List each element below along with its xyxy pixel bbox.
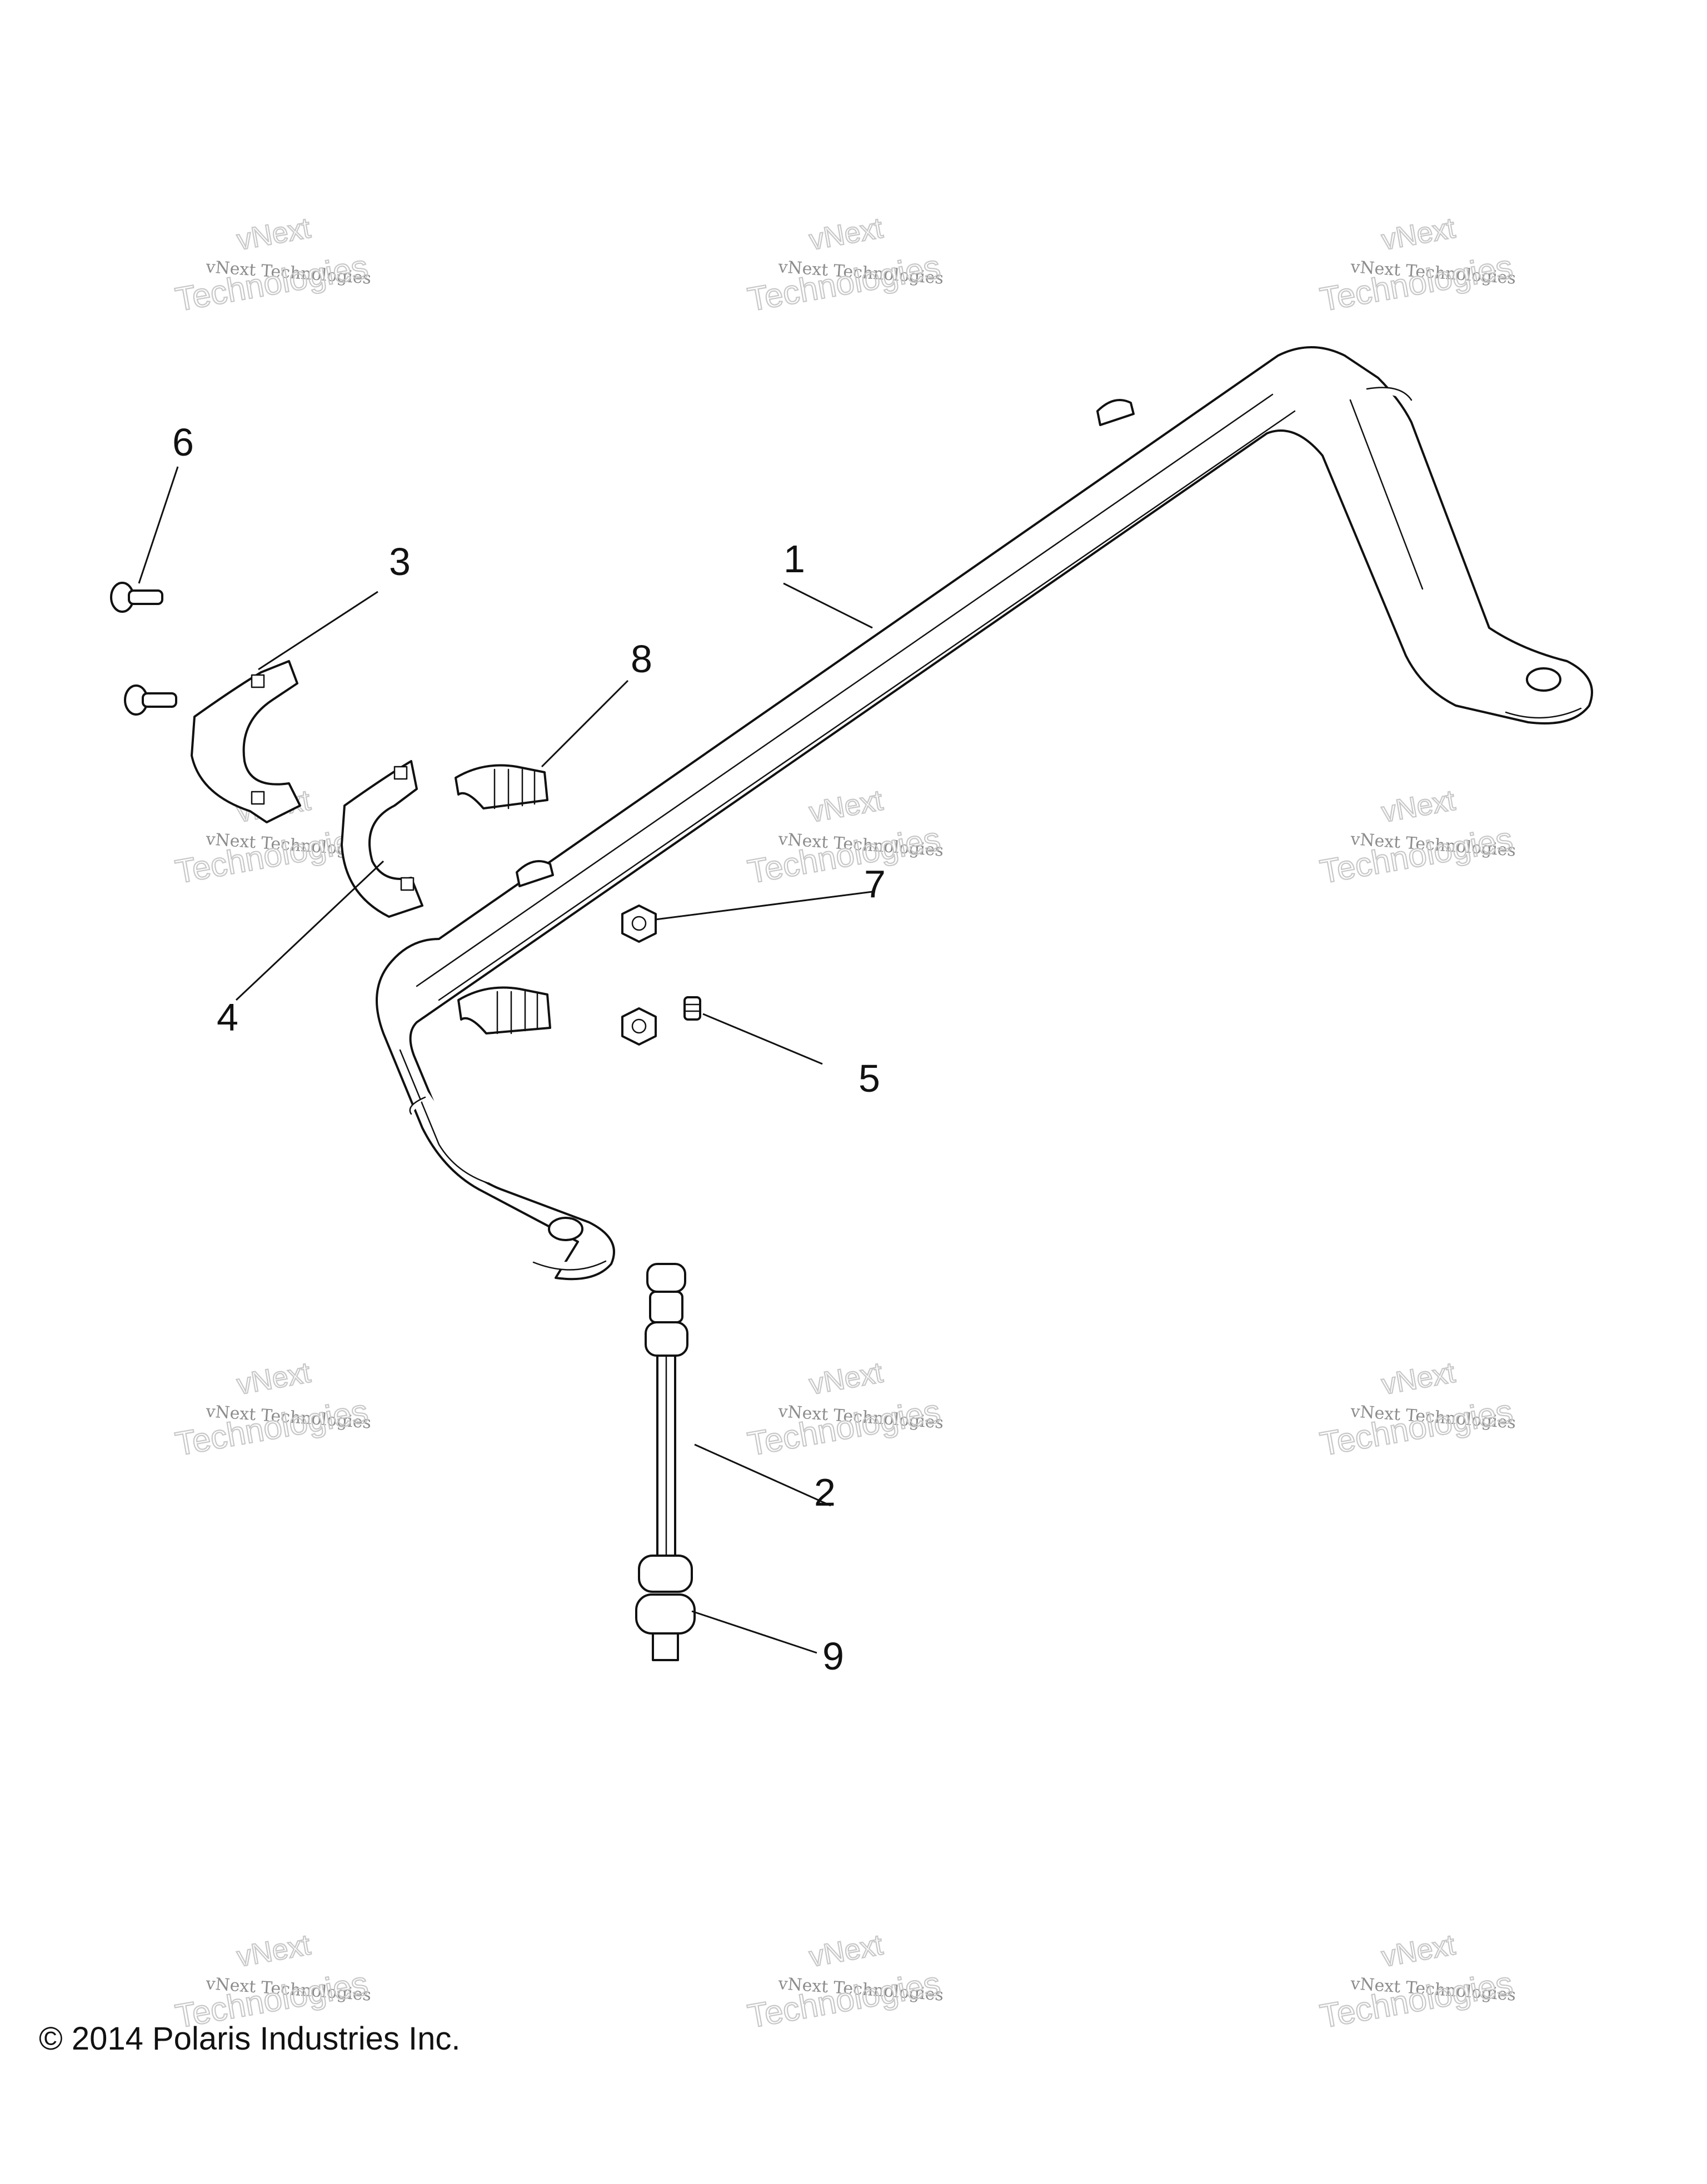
- watermark-technologies: Technologies: [745, 1965, 944, 2035]
- watermark-technologies: Technologies: [173, 820, 371, 891]
- watermark-vnext: vNext: [807, 212, 886, 257]
- callout-7: 7: [864, 862, 886, 906]
- callout-8: 8: [631, 637, 652, 681]
- callout-5: 5: [859, 1057, 880, 1100]
- bolt-lower: [124, 684, 177, 716]
- watermark-technologies: Technologies: [1317, 1965, 1516, 2035]
- nut-lower: [621, 1007, 657, 1046]
- watermark-vnext: vNext: [1379, 1357, 1458, 1401]
- watermark-vnext: vNext: [234, 1929, 313, 1973]
- watermark-technologies: Technologies: [173, 248, 371, 318]
- watermark-vnext: vNext: [1379, 1929, 1458, 1973]
- watermark-vnext: vNext: [1379, 212, 1458, 257]
- bar-clamp-upper: [191, 660, 301, 823]
- watermark-technologies: Technologies: [1317, 1392, 1516, 1463]
- callout-6: 6: [172, 421, 194, 464]
- watermark-technologies: Technologies: [173, 1392, 371, 1463]
- callout-4: 4: [217, 996, 238, 1039]
- nut-upper: [621, 904, 657, 943]
- watermark-technologies: Technologies: [745, 248, 944, 318]
- bar-bushing-lower: [457, 986, 551, 1034]
- bolt-upper: [110, 582, 163, 613]
- watermark-vnext: vNext: [1379, 784, 1458, 829]
- watermark-vnext: vNext: [807, 1357, 886, 1401]
- bar-clamp-lower: [341, 760, 423, 918]
- watermark-technologies: Technologies: [745, 1392, 944, 1463]
- link-bushing: [635, 1555, 696, 1661]
- bar-bushing-upper: [455, 764, 548, 809]
- watermark-technologies: Technologies: [745, 820, 944, 891]
- callout-labels: 1 2 3 4 5 6 7 8 9: [172, 421, 886, 1678]
- callout-3: 3: [389, 540, 411, 583]
- leader-lines: [138, 466, 873, 1654]
- grease-fitting: [683, 996, 701, 1021]
- copyright-notice: © 2014 Polaris Industries Inc.: [39, 2021, 461, 2057]
- callout-9: 9: [822, 1635, 844, 1678]
- watermark-technologies: Technologies: [1317, 820, 1516, 891]
- watermark-vnext: vNext: [234, 212, 313, 257]
- callout-2: 2: [814, 1471, 836, 1514]
- watermark-vnext: vNext: [807, 784, 886, 829]
- watermark-vnext: vNext: [807, 1929, 886, 1973]
- stabilizer-link: [645, 1263, 688, 1557]
- callout-1: 1: [783, 537, 805, 581]
- watermark-technologies: Technologies: [1317, 248, 1516, 318]
- stabilizer-bar: [376, 346, 1593, 1281]
- watermark-vnext: vNext: [234, 1357, 313, 1401]
